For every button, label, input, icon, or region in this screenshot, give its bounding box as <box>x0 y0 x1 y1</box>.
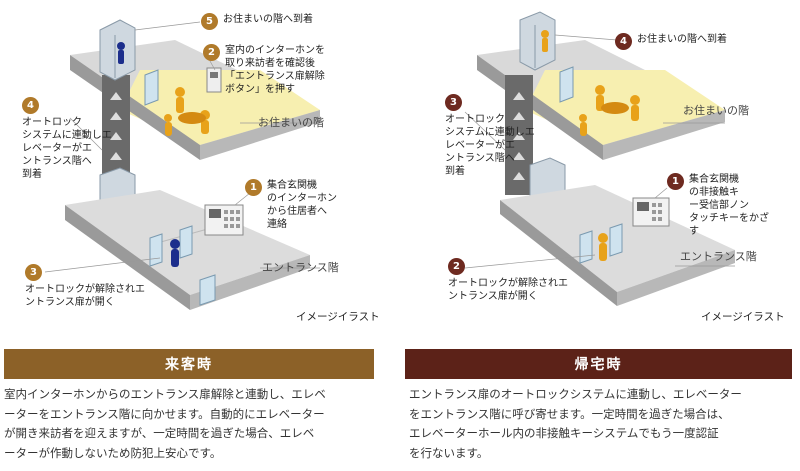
home-floor-label: お住まいの階 <box>258 116 324 129</box>
step-text: 集合玄関機 の非接触キ ー受信部ノン タッチキーをかざ す <box>689 174 769 237</box>
home-door <box>144 69 159 106</box>
resident-illustration <box>464 11 735 306</box>
resident-step-4: 4 お住まいの階へ到着 <box>615 33 727 50</box>
visitor-step-2: 2 室内のインターホンを 取り来訪者を確認後 「エントランス扉解除 ボタン」を押… <box>203 44 325 96</box>
step-number: 4 <box>22 97 39 114</box>
resident-step-2: 2 オートロックが解除されエ ントランス扉が開く <box>448 258 568 303</box>
home-door <box>559 66 574 103</box>
step-number: 1 <box>245 179 262 196</box>
elevator-car-upper <box>519 11 556 71</box>
step-text: オートロックが解除されエ ントランス扉が開く <box>25 284 145 308</box>
visitor-figures <box>117 42 180 267</box>
entrance-floor-label: エントランス階 <box>680 250 757 263</box>
step-text: オートロック システムに連動しエ レベーターがエ ントランス階へ 到着 <box>445 114 535 177</box>
elevator-shaft <box>505 75 533 195</box>
visitor-step-5: 5 お住まいの階へ到着 <box>201 13 313 30</box>
illustration-caption: イメージイラスト <box>296 311 380 323</box>
visitor-description: 室内インターホンからのエントランス扉解除と連動し、エレベ ーターをエントランス階… <box>4 387 326 460</box>
step-number: 2 <box>448 258 465 275</box>
visitor-panel: 5 お住まいの階へ到着 2 室内のインターホンを 取り来訪者を確認後 「エントラ… <box>4 13 380 460</box>
noncontact-key-panel <box>632 197 670 227</box>
resident-step-1: 1 集合玄関機 の非接触キ ー受信部ノン タッチキーをかざ す <box>667 173 769 238</box>
visitor-title-band: 来客時 <box>4 349 374 379</box>
step-text: お住まいの階へ到着 <box>637 34 727 45</box>
resident-title-band: 帰宅時 <box>405 349 792 379</box>
step-number: 1 <box>667 173 684 190</box>
step-text: 集合玄関機 のインターホン から住居者へ 連絡 <box>267 180 337 230</box>
step-number: 4 <box>615 33 632 50</box>
leader-lines <box>464 34 735 269</box>
visitor-step-3: 3 オートロックが解除されエ ントランス扉が開く <box>25 264 145 309</box>
entrance-floor-label: エントランス階 <box>262 261 339 274</box>
resident-figures <box>164 87 210 136</box>
illustration-caption: イメージイラスト <box>701 311 785 323</box>
resident-step-3: 3 オートロック システムに連動しエ レベーターがエ ントランス階へ 到着 <box>445 94 535 178</box>
visitor-step-4: 4 オートロック システムに連動しエ レベーターがエ ントランス階へ 到着 <box>22 97 112 181</box>
leader-lines <box>44 21 320 273</box>
step-text: 室内のインターホンを 取り来訪者を確認後 「エントランス扉解除 ボタン」を押す <box>225 45 325 95</box>
entrance-door <box>579 223 623 264</box>
visitor-illustration <box>44 19 320 310</box>
entrance-intercom-panel <box>204 204 244 236</box>
step-number: 3 <box>445 94 462 111</box>
home-floor-label: お住まいの階 <box>683 104 749 117</box>
step-number: 5 <box>201 13 218 30</box>
step-number: 2 <box>203 44 220 61</box>
step-number: 3 <box>25 264 42 281</box>
resident-description: エントランス扉のオートロックシステムに連動し、エレベーター をエントランス階に呼… <box>409 387 742 460</box>
visitor-step-1: 1 集合玄関機 のインターホン から住居者へ 連絡 <box>245 179 337 231</box>
elevator-car-upper <box>99 19 136 81</box>
resident-panel: 4 お住まいの階へ到着 3 オートロック システムに連動しエ レベーターがエ ン… <box>405 0 800 471</box>
step-text: オートロック システムに連動しエ レベーターがエ ントランス階へ 到着 <box>22 117 112 180</box>
step-text: お住まいの階へ到着 <box>223 14 313 25</box>
resident-figures <box>541 30 640 261</box>
step-text: オートロックが解除されエ ントランス扉が開く <box>448 278 568 302</box>
